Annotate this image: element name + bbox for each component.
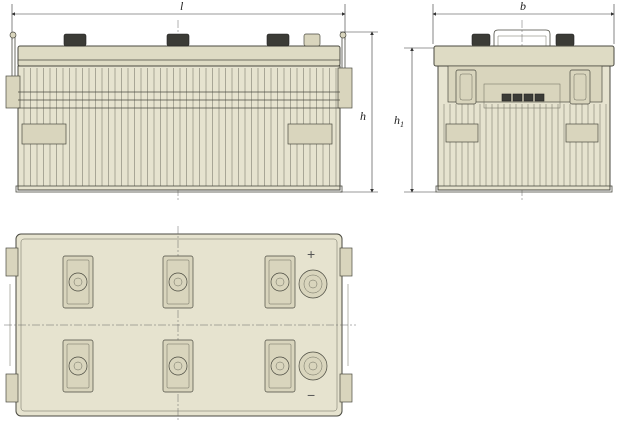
cell-plug-icon	[68, 272, 88, 292]
negative-sign: −	[307, 387, 315, 403]
height1-label: h1	[394, 113, 404, 129]
height-dimension: h	[340, 31, 378, 193]
vent-cap-icon	[63, 33, 87, 47]
right-clip	[337, 67, 353, 109]
top-cell-caps	[62, 255, 296, 393]
width-dimension: b	[432, 0, 615, 44]
positive-sign: +	[307, 246, 315, 262]
right-label-panel	[287, 123, 333, 145]
carry-handle	[493, 29, 551, 60]
height-label: h	[360, 109, 366, 123]
front-casing	[17, 65, 341, 191]
vent-cap-icon	[166, 33, 190, 47]
cell-plug-icon	[168, 356, 188, 376]
side-casing-ribs	[443, 104, 607, 186]
negative-terminal	[298, 351, 328, 381]
side-hook-right	[569, 69, 591, 105]
height1-dimension: h1	[394, 47, 436, 193]
front-view: l	[5, 0, 378, 200]
cell-plug-icon	[270, 356, 290, 376]
length-label: l	[180, 0, 184, 13]
cell-plug-icon	[168, 272, 188, 292]
front-label-panels	[21, 123, 333, 145]
side-hook-left	[455, 69, 477, 105]
left-label-panel	[21, 123, 67, 145]
left-clip	[5, 75, 21, 109]
side-lid	[433, 45, 615, 67]
terminal-cap-icon	[303, 33, 321, 47]
front-vent-caps	[63, 33, 321, 47]
side-label-panel-right	[565, 123, 599, 143]
vent-cap-icon	[266, 33, 290, 47]
front-lid	[17, 45, 341, 67]
top-view: + −	[4, 226, 356, 420]
side-vent-cap-icon	[555, 33, 575, 47]
side-view: b h1	[394, 0, 615, 200]
side-vent-cap-icon	[471, 33, 491, 47]
side-label-panel-left	[445, 123, 479, 143]
side-center-slots	[483, 83, 561, 109]
positive-terminal	[298, 269, 328, 299]
cell-plug-icon	[270, 272, 290, 292]
width-label: b	[520, 0, 526, 13]
cell-plug-icon	[68, 356, 88, 376]
